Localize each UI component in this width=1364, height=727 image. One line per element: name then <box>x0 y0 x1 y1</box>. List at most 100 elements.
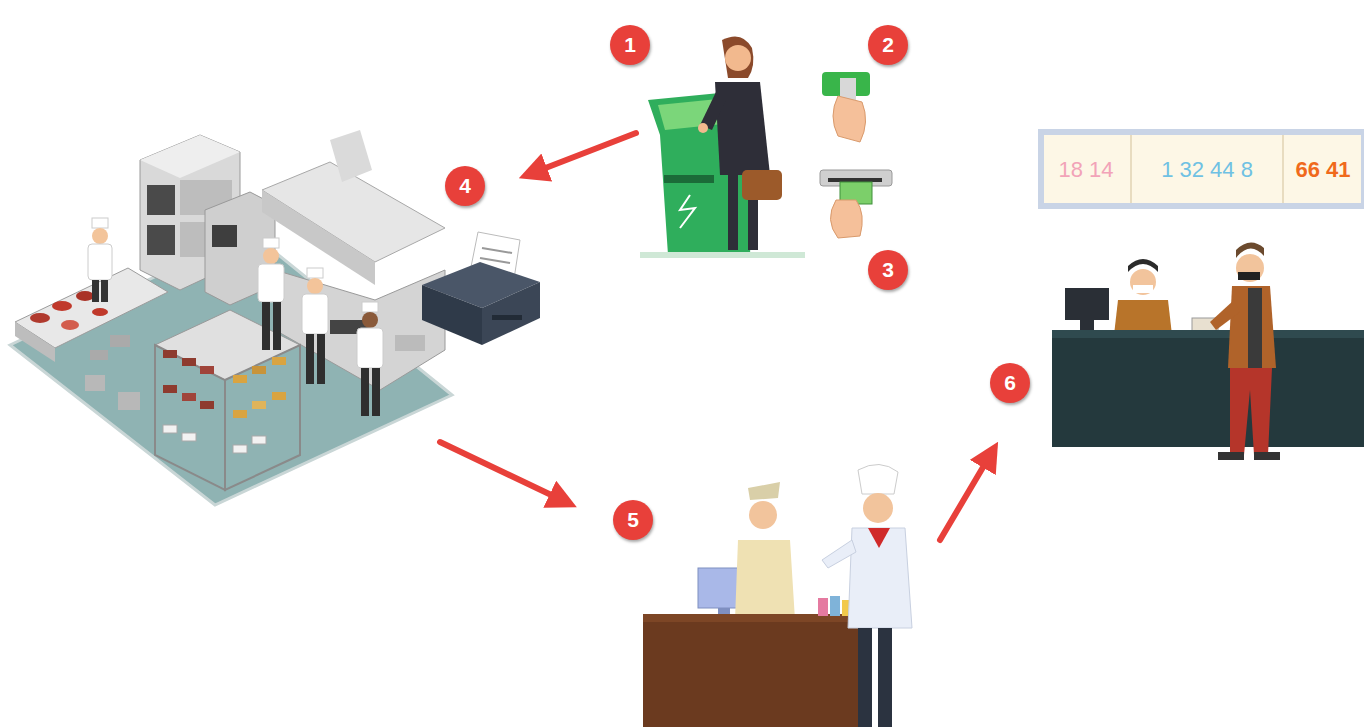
kitchen <box>252 401 266 409</box>
customer-figure <box>722 36 753 78</box>
service-counter <box>1128 259 1158 272</box>
chef-figure <box>263 248 279 264</box>
pickup-counter <box>748 482 780 500</box>
kitchen <box>233 445 247 453</box>
customer-figure <box>1228 286 1276 368</box>
kitchen <box>15 322 55 362</box>
chef-figure <box>858 464 898 494</box>
chef-figure <box>863 493 893 523</box>
chef-figure <box>258 264 284 302</box>
order-number-board <box>1041 132 1364 206</box>
kitchen <box>330 130 372 182</box>
kitchen <box>252 436 266 444</box>
pickup-counter <box>643 482 870 727</box>
pickup-counter <box>735 540 795 620</box>
customer-figure <box>728 175 738 250</box>
receipt-printer <box>422 285 482 345</box>
customer-figure <box>1248 288 1262 368</box>
callout-number: 3 <box>868 250 908 290</box>
kitchen <box>212 225 237 247</box>
service-counter <box>1130 269 1156 295</box>
kitchen <box>155 345 225 490</box>
order-number: 18 14 <box>1058 157 1113 183</box>
kitchen <box>30 313 50 323</box>
kitchen <box>233 375 247 383</box>
pickup-counter <box>749 501 777 529</box>
pickup-counter <box>643 618 870 727</box>
chef-figure <box>362 302 378 312</box>
service-counter <box>1052 330 1364 338</box>
kitchen <box>140 135 240 178</box>
flow-arrow <box>530 133 636 174</box>
chef-figure <box>878 628 892 727</box>
card-payment-icon <box>833 96 866 142</box>
callout-number: 4 <box>445 166 485 206</box>
kitchen <box>225 345 300 490</box>
service-counter <box>1133 285 1153 293</box>
kitchen <box>163 425 177 433</box>
kitchen <box>92 308 108 316</box>
kitchen <box>200 366 214 374</box>
chef-figure <box>357 302 383 416</box>
receipt-printer <box>482 248 512 253</box>
kitchen <box>182 358 196 366</box>
chef-figure <box>263 238 279 248</box>
customer-figure <box>725 45 751 71</box>
kitchen <box>272 392 286 400</box>
kitchen <box>76 291 94 301</box>
chef-figure <box>101 280 108 302</box>
service-counter <box>1052 330 1364 447</box>
flow-arrow <box>940 452 992 540</box>
kitchen <box>200 401 214 409</box>
customer-figure <box>1230 368 1272 455</box>
chef-figure <box>258 238 284 350</box>
callout-number: 6 <box>990 363 1030 403</box>
pickup-counter <box>830 596 840 616</box>
kitchen <box>147 185 175 215</box>
kitchen <box>10 130 452 505</box>
self-order-kiosk <box>680 195 695 228</box>
chef-figure <box>362 312 378 328</box>
flow-arrow <box>440 133 992 540</box>
customer-figure <box>698 36 782 250</box>
order-number-board <box>1130 135 1132 203</box>
customer-figure <box>1238 272 1260 280</box>
chef-figure <box>262 302 270 350</box>
customer-figure <box>1254 452 1280 460</box>
customer-figure <box>698 123 708 133</box>
chef-figure <box>302 294 328 334</box>
kitchen <box>61 320 79 330</box>
self-order-kiosk <box>640 252 805 258</box>
cash-payment-icon <box>830 200 862 238</box>
receipt-printer <box>422 232 540 345</box>
chef-figure <box>88 244 112 280</box>
chef-figure <box>302 268 328 384</box>
chef-figure <box>92 280 99 302</box>
pickup-counter <box>818 598 828 616</box>
kitchen <box>182 393 196 401</box>
order-number: 1 32 44 8 <box>1161 157 1253 183</box>
chef-figure <box>822 464 912 727</box>
kitchen <box>147 225 175 255</box>
receipt-printer <box>480 258 510 263</box>
kitchen <box>163 350 177 358</box>
order-number-board <box>1041 132 1364 206</box>
service-counter <box>1114 300 1172 335</box>
chef-figure <box>361 368 369 416</box>
kitchen <box>118 392 140 410</box>
customer-figure <box>1210 300 1240 330</box>
chef-figure <box>317 334 325 384</box>
receipt-printer <box>492 315 522 320</box>
customer-figure <box>1236 242 1264 258</box>
chef-figure <box>372 368 380 416</box>
flow-arrow <box>440 442 566 502</box>
service-counter <box>1080 320 1094 330</box>
chef-figure <box>357 328 383 368</box>
customer-figure <box>1236 254 1264 282</box>
kitchen <box>163 385 177 393</box>
customer-figure <box>1210 242 1280 460</box>
chef-figure <box>822 540 856 568</box>
service-counter <box>1052 259 1364 447</box>
